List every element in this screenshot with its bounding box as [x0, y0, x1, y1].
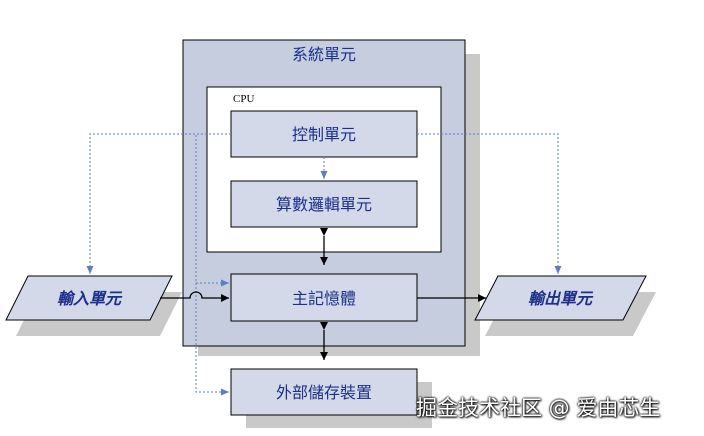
control-to-input-line: [86, 133, 231, 274]
output-unit-box: [474, 275, 647, 321]
input-to-memory-arrow: [160, 291, 229, 302]
control-to-storage-line: [195, 133, 231, 396]
external-storage-box: [230, 368, 418, 416]
external-storage-label: 外部儲存裝置: [276, 383, 372, 402]
watermark-text: 掘金技术社区 @ 爱由芯生: [416, 396, 661, 420]
main-memory-label: 主記憶體: [292, 289, 356, 308]
control-unit-label: 控制單元: [292, 125, 356, 144]
system-unit-label: 系統單元: [292, 45, 356, 64]
alu-box: [230, 180, 418, 228]
main-memory-box: [230, 273, 418, 322]
alu-label: 算數邏輯單元: [276, 195, 372, 214]
input-unit-box: [5, 275, 173, 321]
cpu-label: CPU: [233, 93, 254, 105]
control-unit-box: [230, 110, 418, 158]
output-unit-label: 輸出單元: [528, 289, 594, 308]
input-unit-label: 輸入單元: [57, 289, 123, 308]
control-to-output-line: [417, 133, 562, 274]
